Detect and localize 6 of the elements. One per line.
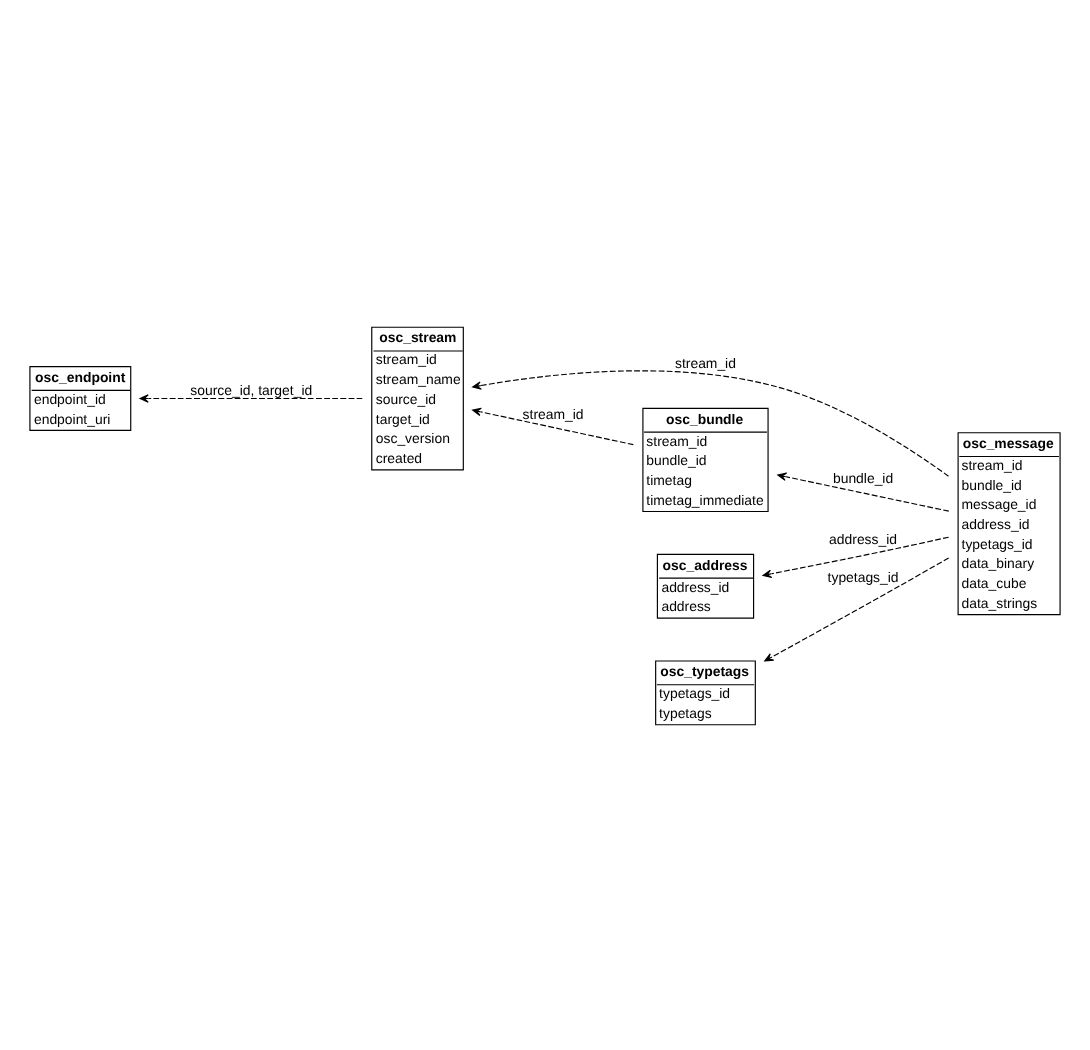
arrow [472,369,950,476]
arrow [472,406,634,445]
arrow [764,556,950,661]
arrow [777,471,950,511]
arrow [139,393,363,402]
arrow [762,535,950,577]
